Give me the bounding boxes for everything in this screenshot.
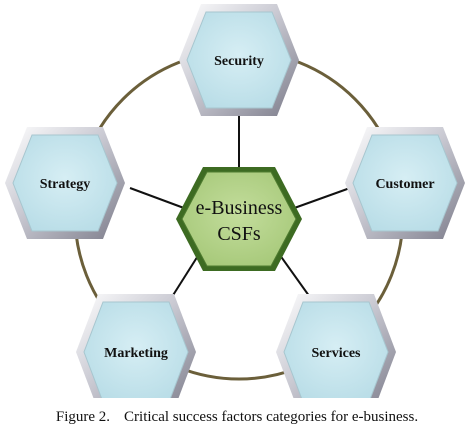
- node-security: Security: [179, 4, 299, 116]
- node-customer-label: Customer: [375, 177, 434, 192]
- connector-customer: [285, 187, 351, 212]
- figure-number: Figure 2.: [55, 409, 111, 425]
- node-marketing: Marketing: [76, 294, 196, 398]
- node-strategy: Strategy: [5, 127, 125, 239]
- csf-diagram: Security Customer Strategy Marketing Ser…: [5, 4, 465, 398]
- connector-marketing: [169, 250, 202, 301]
- node-security-label: Security: [214, 54, 264, 69]
- node-center: e-Business CSFs: [176, 167, 302, 271]
- connector-services: [276, 250, 313, 301]
- center-label-line2: CSFs: [217, 223, 261, 245]
- figure-caption-text: Critical success factors categories for …: [124, 409, 419, 425]
- center-label-line1: e-Business: [196, 197, 283, 219]
- node-marketing-label: Marketing: [104, 346, 168, 361]
- node-services-label: Services: [312, 346, 362, 361]
- node-strategy-label: Strategy: [40, 177, 91, 192]
- node-customer: Customer: [345, 127, 465, 239]
- node-services: Services: [276, 294, 396, 398]
- figure-caption: Figure 2. Critical success factors catego…: [0, 402, 474, 432]
- connector-strategy: [129, 187, 193, 212]
